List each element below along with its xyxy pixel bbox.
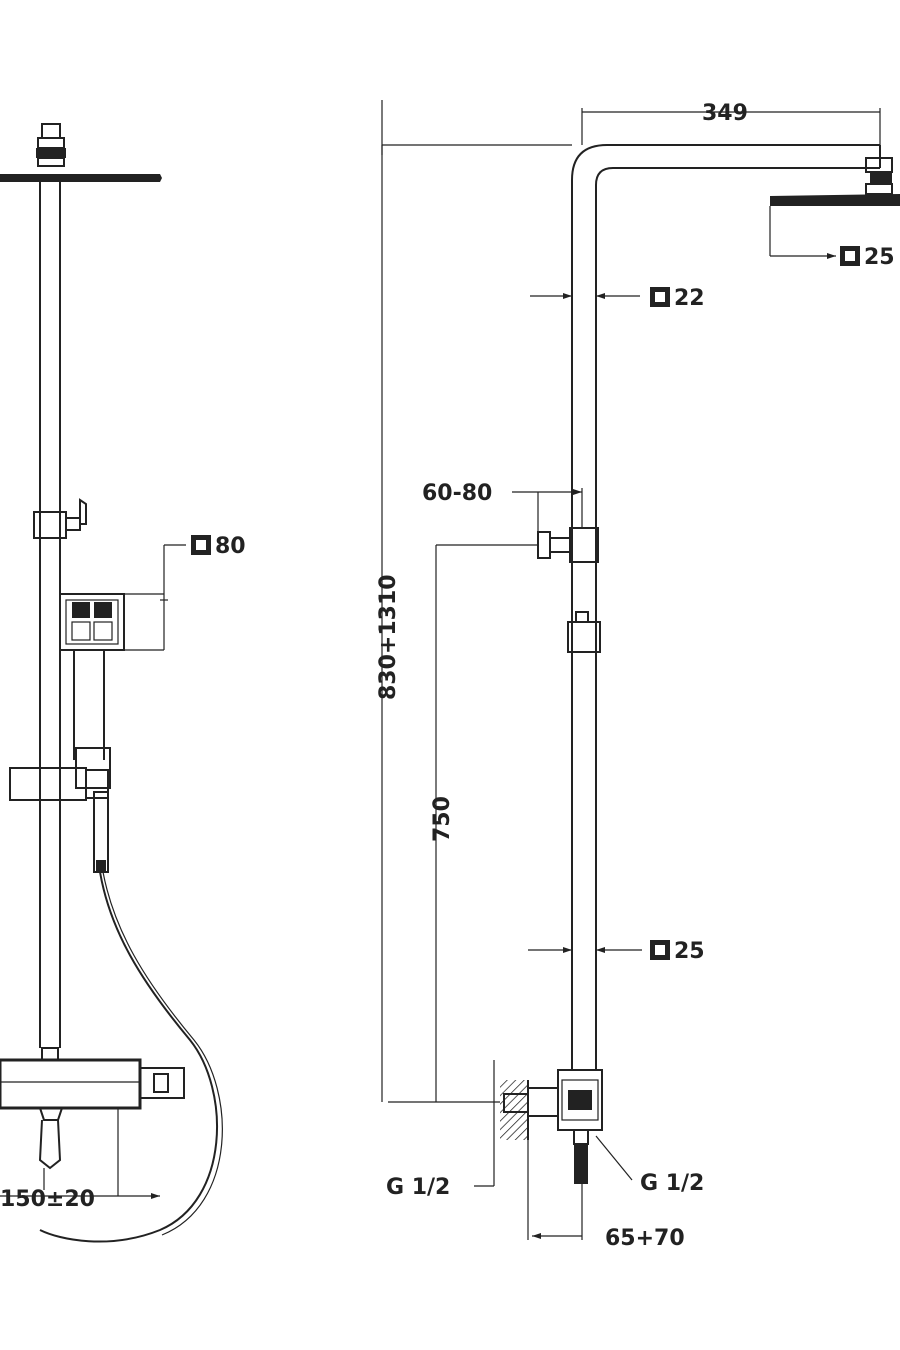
label-valve-thread: G 1/2 bbox=[640, 1171, 704, 1196]
dimension-wall-thread: G 1/2 bbox=[386, 1060, 495, 1200]
label-total-height: 830+1310 bbox=[376, 574, 401, 700]
mixer-side-view bbox=[388, 1069, 603, 1184]
dimension-lower-pipe: 25 bbox=[528, 939, 705, 964]
dimension-wall-offset: 65+70 bbox=[527, 1140, 685, 1251]
dimension-spacing: 150±20 bbox=[0, 1187, 160, 1212]
label-wall-thread: G 1/2 bbox=[386, 1175, 450, 1200]
dimension-upper-pipe: 22 bbox=[530, 286, 705, 311]
label-head-tube: 25 bbox=[864, 245, 895, 270]
riser-pipe-front bbox=[39, 182, 61, 1048]
side-view: 349 25 22 60-80 bbox=[376, 100, 900, 1251]
height-adjust-clamp bbox=[33, 498, 87, 539]
thermostatic-mixer bbox=[0, 1047, 185, 1196]
label-adjust-range: 60-80 bbox=[422, 481, 492, 506]
label-arm-length: 349 bbox=[702, 101, 748, 126]
dimension-head-tube: 25 bbox=[840, 245, 895, 270]
wall-bracket bbox=[537, 527, 599, 563]
label-spacing: 150±20 bbox=[0, 1187, 95, 1212]
dimension-arm-length: 349 bbox=[581, 101, 881, 145]
dimension-total-height: 830+1310 bbox=[376, 100, 572, 1102]
slide-clamp-side bbox=[567, 611, 601, 653]
overhead-arm bbox=[571, 144, 881, 1070]
dimension-head-size: 80 bbox=[191, 534, 246, 559]
hand-shower-bracket bbox=[59, 544, 186, 651]
label-head-size: 80 bbox=[215, 534, 246, 559]
slide-holder bbox=[9, 767, 109, 801]
hand-shower bbox=[73, 650, 111, 873]
label-upper-pipe: 22 bbox=[674, 286, 705, 311]
dimension-valve-thread: G 1/2 bbox=[595, 1135, 704, 1196]
label-inlet-height: 750 bbox=[430, 796, 455, 842]
rain-shower-head bbox=[0, 123, 162, 182]
dimension-adjust-range: 60-80 bbox=[422, 481, 583, 545]
shower-hose bbox=[39, 871, 219, 1243]
dimension-inlet-height: 750 bbox=[430, 544, 538, 1102]
front-view: 80 150±20 bbox=[0, 123, 246, 1243]
label-lower-pipe: 25 bbox=[674, 939, 705, 964]
label-wall-offset: 65+70 bbox=[605, 1226, 685, 1251]
side-shower-head bbox=[769, 157, 900, 259]
